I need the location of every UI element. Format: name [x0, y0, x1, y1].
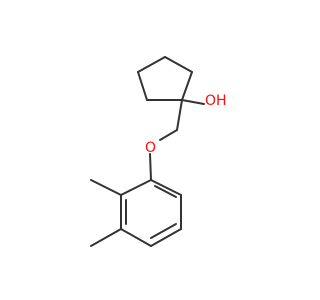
ring-bond-c4-c5	[137, 71, 148, 101]
ring-bond-c3-c4	[137, 56, 166, 73]
bond-o-aryl	[149, 153, 152, 181]
benzene-double-1	[154, 185, 177, 198]
benzene-bond-3	[150, 228, 182, 247]
benzene-bond-1	[150, 179, 182, 196]
benzene-bond-4	[120, 228, 152, 247]
ether-oxygen-label: O	[145, 140, 156, 156]
ring-bond-c1-c2	[181, 71, 193, 101]
methyl-bond-2	[90, 228, 122, 247]
bond-ch2-o	[159, 129, 178, 141]
structure-canvas: O OH	[90, 56, 227, 247]
ring-bond-c2-c3	[164, 56, 193, 73]
bond-c1-ch2	[176, 99, 183, 131]
molecule-diagram: O OH	[90, 56, 227, 247]
hydroxyl-label: OH	[205, 93, 227, 109]
methyl-bond-1	[90, 179, 122, 196]
bond-c1-oh	[181, 99, 205, 105]
benzene-bond-6	[120, 179, 152, 196]
benzene-double-2	[150, 223, 177, 239]
